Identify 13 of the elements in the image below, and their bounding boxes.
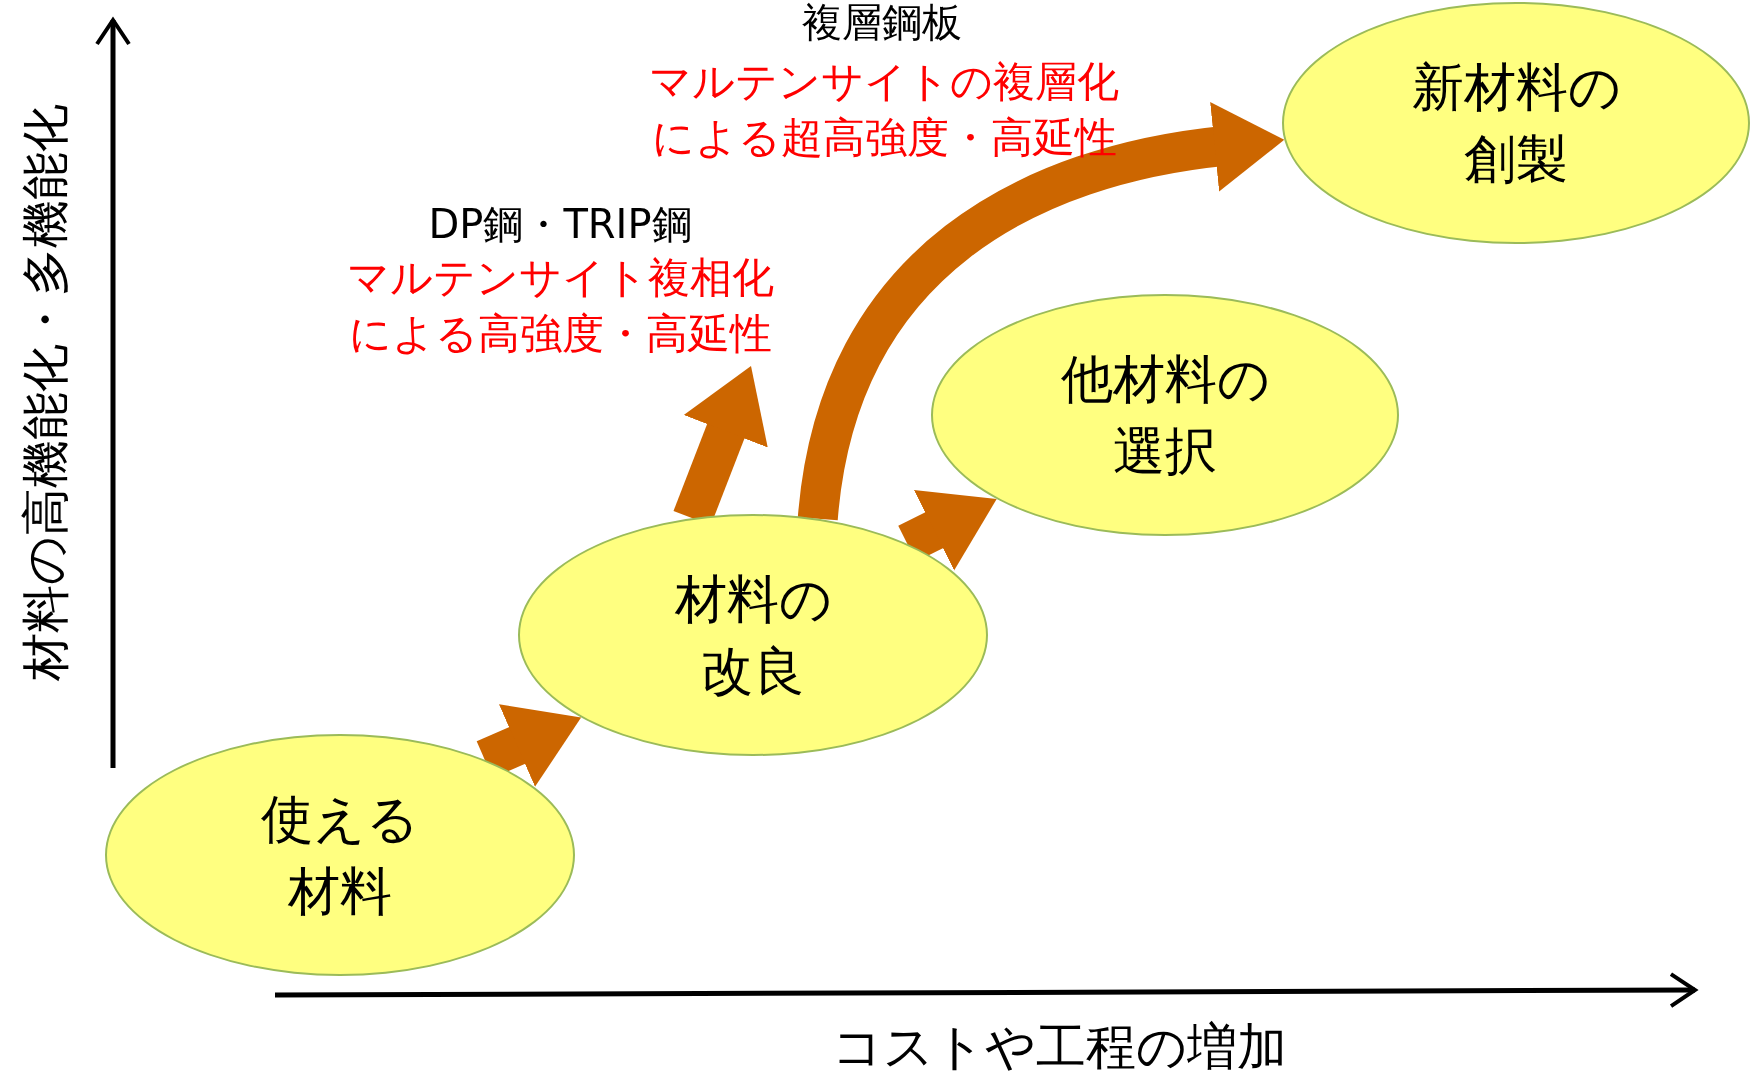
steel-name: DP鋼・TRIP鋼 [427,200,693,249]
node-label: 他材料の選択 [1059,348,1271,483]
arrow [898,490,997,571]
node-label: 新材料の創製 [1410,56,1622,191]
y-axis-label: 材料の高機能化・多機能化 [17,102,73,683]
steel-description: マルテンサイトの複層化による超高強度・高延性 [648,56,1120,164]
node-label: 材料の改良 [673,568,833,703]
arrow [797,102,1285,522]
steel-description: マルテンサイト複相化による高強度・高延性 [345,252,775,360]
node-label: 使える材料 [260,788,420,923]
steel-name: 複層鋼板 [801,0,963,47]
x-axis-label: コストや工程の増加 [830,1018,1288,1076]
arrow [476,704,582,787]
